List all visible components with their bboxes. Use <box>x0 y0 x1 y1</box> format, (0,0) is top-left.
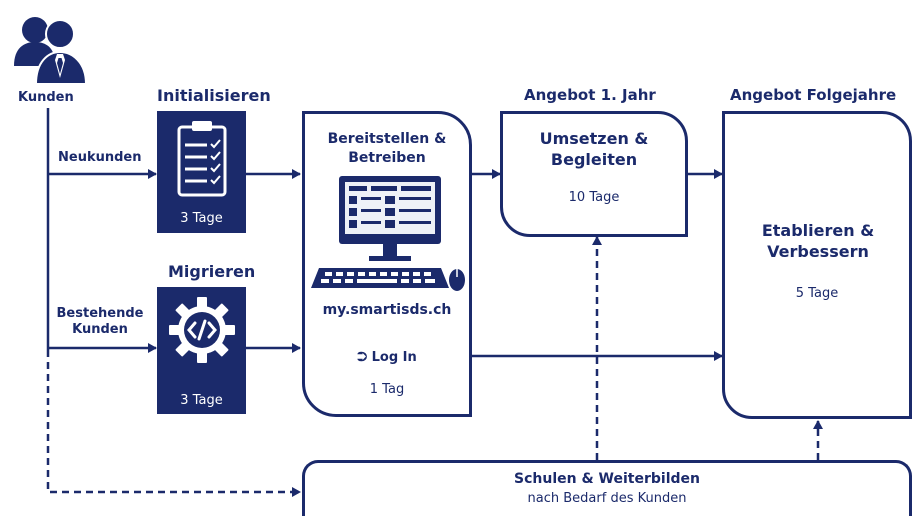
training-box: Schulen & Weiterbilden nach Bedarf des K… <box>302 460 912 516</box>
login-arrow-icon: ⮊ <box>357 350 372 365</box>
following-days: 5 Tage <box>795 286 839 301</box>
code-gear-icon <box>169 297 235 363</box>
training-subtitle: nach Bedarf des Kunden <box>527 491 687 506</box>
migrate-box: 3 Tage <box>157 287 246 414</box>
login-link[interactable]: ⮊ Log In <box>305 350 469 365</box>
existing-customers-label: Bestehende Kunden <box>56 306 144 337</box>
initialize-box: 3 Tage <box>157 111 246 233</box>
provide-url[interactable]: my.smartisds.ch <box>322 302 452 318</box>
provide-days: 1 Tag <box>369 382 405 397</box>
year1-days: 10 Tage <box>568 190 620 205</box>
year1-box: Umsetzen & Begleiten 10 Tage <box>500 111 688 237</box>
year1-header: Angebot 1. Jahr <box>524 86 656 104</box>
computer-icon <box>311 176 465 291</box>
new-customers-label: Neukunden <box>58 150 142 165</box>
checklist-icon <box>177 121 227 197</box>
customers-icon <box>14 17 88 85</box>
login-label: Log In <box>371 350 417 365</box>
migrate-title: Migrieren <box>168 262 256 281</box>
year1-title: Umsetzen & Begleiten <box>539 129 649 169</box>
initialize-days: 3 Tage <box>180 211 223 226</box>
migrate-days: 3 Tage <box>180 393 223 408</box>
provide-box: Bereitstellen & Betreiben my.smartisds.c… <box>302 111 472 417</box>
following-box: Etablieren & Verbessern 5 Tage <box>722 111 912 419</box>
provide-title: Bereitstellen & Betreiben <box>327 131 447 166</box>
following-header: Angebot Folgejahre <box>730 86 897 104</box>
training-title: Schulen & Weiterbilden <box>514 471 700 487</box>
following-title: Etablieren & Verbessern <box>761 221 875 261</box>
initialize-title: Initialisieren <box>157 86 271 105</box>
customers-label: Kunden <box>18 90 74 105</box>
